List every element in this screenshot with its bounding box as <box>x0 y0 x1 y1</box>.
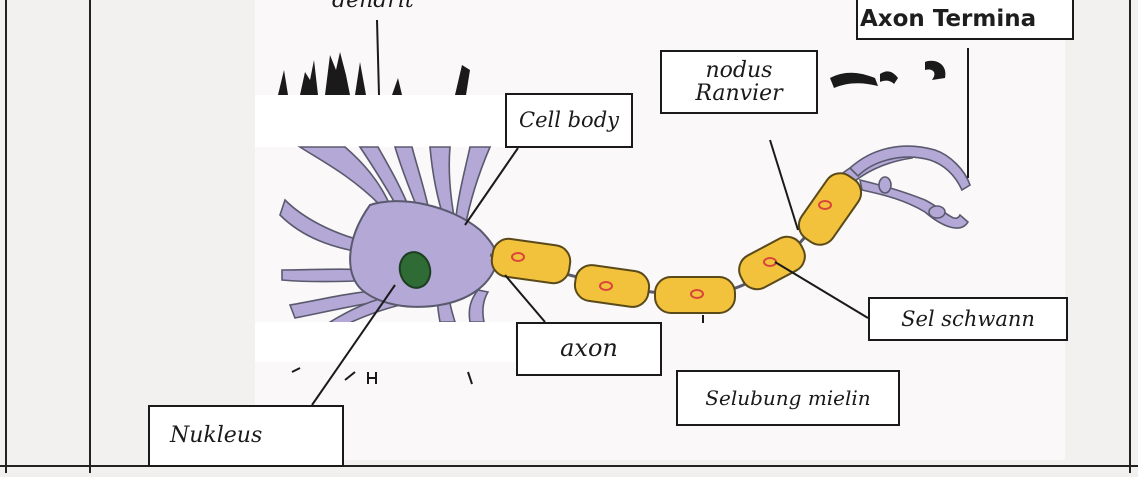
nodus-ranvier-line1: nodus <box>706 59 773 82</box>
cell-body-label: Cell body <box>505 93 633 148</box>
selubung-mielin-label: Selubung mielin <box>676 370 900 426</box>
axon-terminal-label-box: Axon Termina <box>856 0 1074 40</box>
sel-schwann-label: Sel schwann <box>868 297 1068 341</box>
axon-label: axon <box>516 322 662 376</box>
nodus-ranvier-label: nodus Ranvier <box>660 50 818 114</box>
nodus-ranvier-line2: Ranvier <box>695 82 782 105</box>
nukleus-label: Nukleus <box>148 405 344 467</box>
cover-band <box>255 95 515 147</box>
axon-terminal-label: Axon Termina <box>860 6 1036 32</box>
cover-band-lower <box>255 322 515 362</box>
schwann-cell-3 <box>655 277 735 313</box>
dendrit-label: dendrit <box>332 0 414 13</box>
